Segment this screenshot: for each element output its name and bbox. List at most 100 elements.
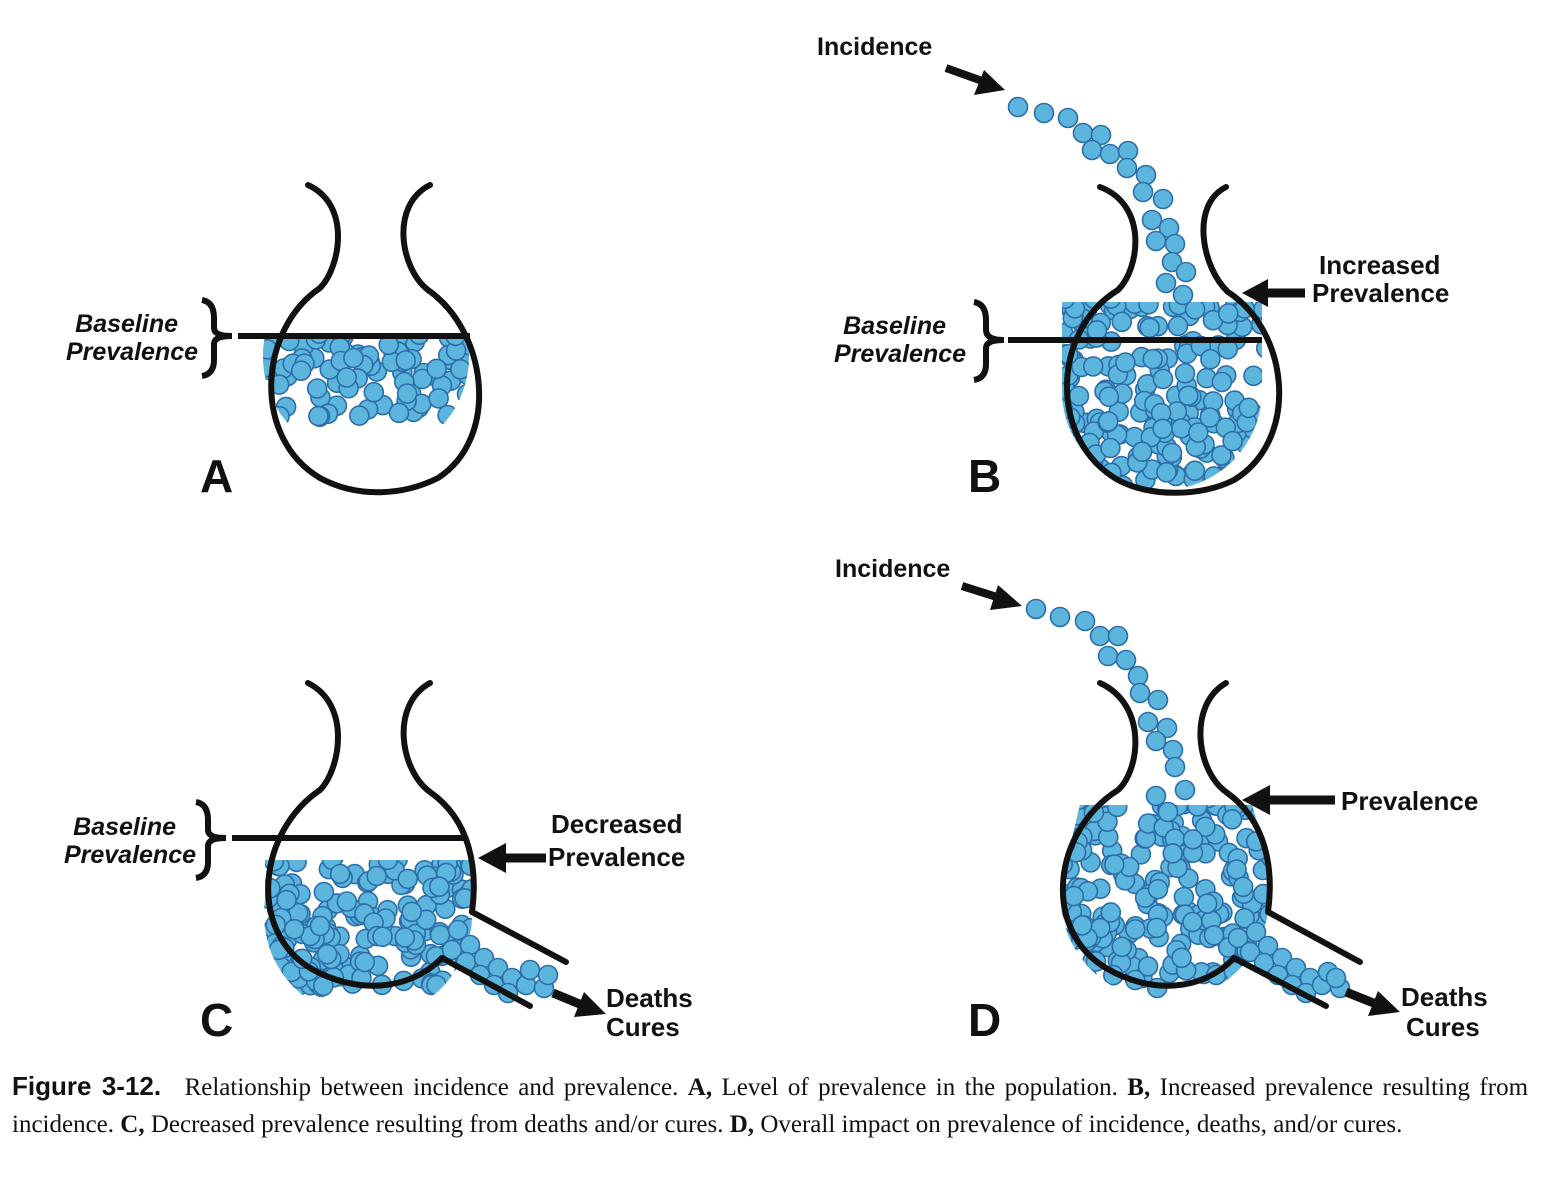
ball [343,347,364,369]
ball [1062,459,1068,481]
ball [1062,448,1068,470]
decreased-label-c-1: Decreased [551,809,683,839]
ball [409,336,430,346]
ball [1141,209,1163,231]
brace-b [973,299,1005,383]
ball [1173,886,1195,908]
ball [1137,711,1159,733]
ball [1067,805,1089,811]
ball [394,927,416,948]
ball [366,865,388,887]
flask-d-balls [1060,783,1268,999]
ball [417,295,436,314]
ball [1221,808,1243,830]
ball [1060,965,1074,987]
ball [1171,418,1192,439]
ball [332,276,351,295]
baseline-label-c-1: Baseline [73,813,176,841]
ball [429,258,448,277]
flask-b-outline [1064,184,1283,496]
ball [1097,645,1119,667]
ball [1187,805,1208,817]
caption-key-a: A, [687,1074,713,1101]
ball [300,262,319,281]
ball [1161,251,1183,273]
ball [1117,140,1139,162]
ball [1098,386,1120,408]
panel-d: Incidence Prevalence Deaths Cures D [835,555,1488,1046]
caption-key-b: B, [1127,1074,1151,1101]
ball [421,316,440,335]
panel-b: Baseline Prevalence Incidence Increased … [817,33,1449,502]
ball [1182,829,1204,850]
ball [258,286,277,305]
ball [373,276,392,295]
ball [1172,284,1194,306]
ball [1156,461,1177,483]
ball [321,290,340,309]
ball [1129,682,1151,704]
ball [1106,805,1128,818]
cures-label-d: Cures [1406,1012,1480,1042]
ball [327,308,346,327]
deaths-label-d: Deaths [1401,982,1488,1012]
incidence-stream-b [1007,96,1197,306]
ball [1142,348,1163,370]
ball [266,253,285,272]
ball [286,860,307,873]
ball [1137,956,1159,977]
ball [1080,783,1099,802]
outflow-arrow-d [1344,987,1400,1016]
ball [1062,458,1084,479]
ball [1254,465,1262,486]
outflow-stream-d [1227,921,1351,1004]
ball [1178,385,1199,407]
ball [378,336,400,356]
ball [308,405,329,427]
ball [1111,311,1133,333]
baseline-label-b-1: Baseline [843,312,946,340]
ball [309,915,331,937]
ball [330,275,349,294]
ball [1146,917,1167,939]
ball [1162,843,1183,864]
brace-c [195,799,227,881]
ball [1145,730,1167,752]
baseline-label-a-2: Prevalence [66,338,198,366]
incidence-prevalence-figure: Baseline Prevalence A Baseline Prevalenc… [64,33,1488,1046]
ball [450,358,469,380]
ball [368,277,387,296]
ball [452,290,471,309]
ball [419,306,438,325]
ball [456,383,469,405]
ball [450,262,469,281]
ball [1155,272,1177,294]
ball [1135,164,1157,186]
ball [1104,854,1125,875]
ball [1200,348,1221,370]
ball [1234,907,1255,929]
ball [1184,460,1206,482]
ball [1081,139,1103,161]
ball [372,926,393,948]
ball [395,350,417,371]
ball [1227,927,1249,949]
ball [347,260,366,279]
ball [454,887,473,909]
ball [1107,625,1129,647]
brace-a [201,297,233,379]
ball [397,868,419,890]
flask-b-balls [1062,302,1262,490]
ball [1062,463,1076,485]
ball [1199,407,1221,428]
ball [1147,878,1169,900]
incidence-arrow-b [944,64,1005,95]
ball [1325,967,1347,989]
ball [1184,302,1206,320]
ball [264,968,285,990]
ball [368,301,387,320]
ball [428,388,449,409]
baseline-label-a-1: Baseline [75,310,178,338]
ball [1255,337,1262,359]
ball [1062,447,1078,469]
